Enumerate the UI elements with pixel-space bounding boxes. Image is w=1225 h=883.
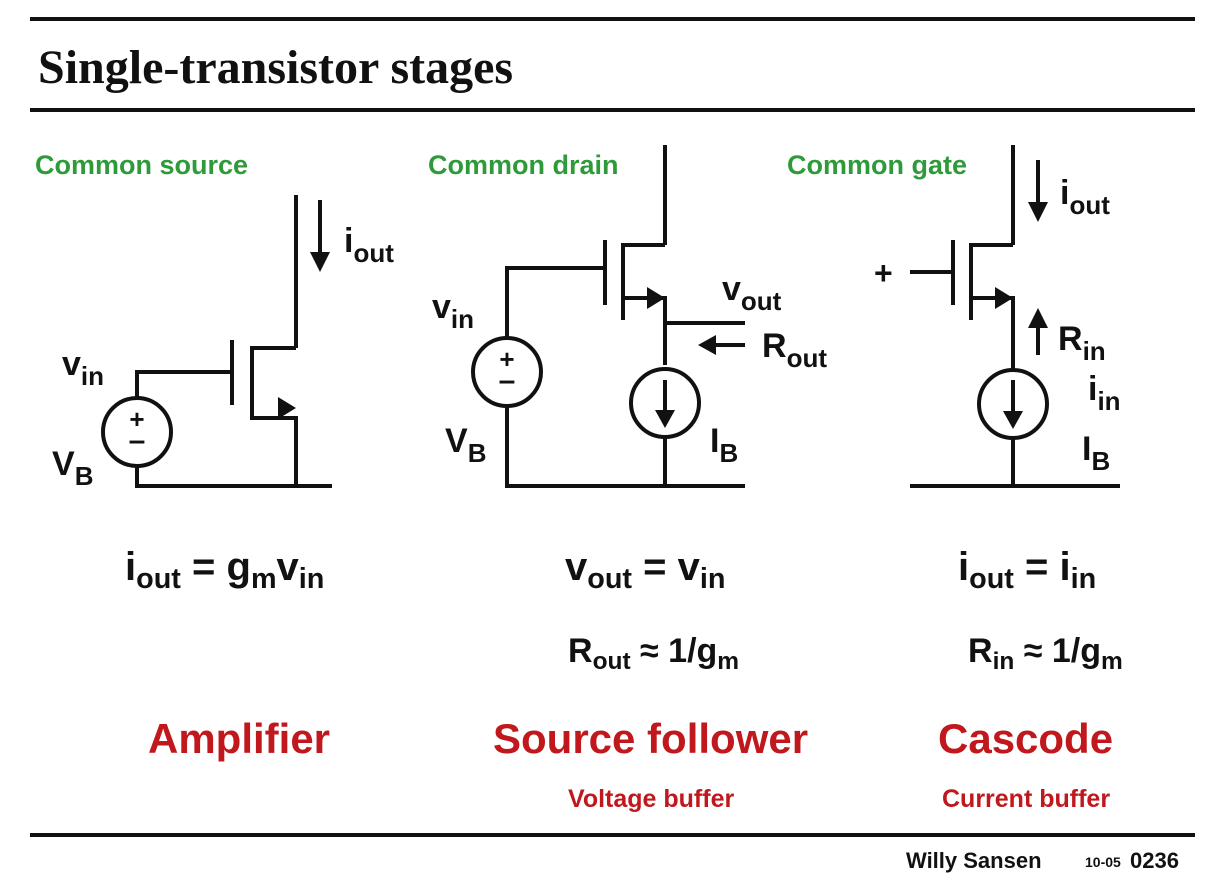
desc-voltage-buffer: Voltage buffer: [568, 785, 735, 813]
common-source-circuit: [101, 195, 332, 488]
name-source-follower: Source follower: [493, 715, 809, 762]
cd-current-arrow-icon: [655, 410, 675, 428]
cd-ib-label: IB: [710, 422, 738, 468]
cs-minus-sign: –: [129, 424, 146, 457]
cs-iout-arrow-icon: [310, 252, 330, 272]
name-amplifier: Amplifier: [148, 715, 331, 762]
cs-vin-label: vin: [62, 345, 104, 391]
slide-title: Single-transistor stages: [38, 41, 514, 94]
top-rule: [30, 17, 1195, 21]
cd-minus-sign: –: [499, 364, 516, 397]
cg-rin-equation: Rin ≈ 1/gm: [968, 632, 1123, 675]
cd-rout-equation: Rout ≈ 1/gm: [568, 632, 740, 675]
cg-iout-label: iout: [1060, 174, 1110, 220]
footer-author: Willy Sansen: [906, 848, 1042, 873]
cg-source-arrow-icon: [995, 287, 1013, 309]
cg-iin-label: iin: [1088, 370, 1121, 416]
cg-current-arrow-icon: [1003, 411, 1023, 429]
heading-common-drain: Common drain: [428, 150, 619, 180]
cg-rin-arrow-icon: [1028, 308, 1048, 328]
cd-rout-label: Rout: [762, 327, 827, 373]
title-rule: [30, 108, 1195, 112]
cd-vout-label: vout: [722, 270, 782, 316]
cd-vin-label: vin: [432, 288, 474, 334]
cs-plus-sign: +: [129, 404, 144, 434]
footer-date: 10-05: [1085, 854, 1121, 870]
cd-source-arrow-icon: [647, 287, 665, 309]
heading-common-gate: Common gate: [787, 150, 968, 180]
desc-current-buffer: Current buffer: [942, 785, 1111, 813]
cg-rin-label: Rin: [1058, 320, 1106, 366]
cg-iout-arrow-icon: [1028, 202, 1048, 222]
footer-page: 0236: [1130, 848, 1179, 873]
cg-equation: iout = iin: [958, 545, 1097, 596]
cg-ib-label: IB: [1082, 430, 1110, 476]
cd-vb-label: VB: [445, 422, 486, 468]
cd-equation: vout = vin: [565, 545, 726, 596]
cs-iout-label: iout: [344, 222, 394, 268]
cd-plus-sign: +: [499, 344, 514, 374]
name-cascode: Cascode: [938, 715, 1114, 762]
bottom-rule: [30, 833, 1195, 837]
cs-source-arrow-icon: [278, 397, 296, 419]
cs-equation: iout = gmvin: [125, 545, 325, 596]
cd-rout-arrow-icon: [698, 335, 716, 355]
heading-common-source: Common source: [35, 150, 249, 180]
cs-vb-label: VB: [52, 445, 93, 491]
cg-plus-label: +: [874, 255, 893, 291]
common-drain-circuit: [471, 145, 745, 488]
